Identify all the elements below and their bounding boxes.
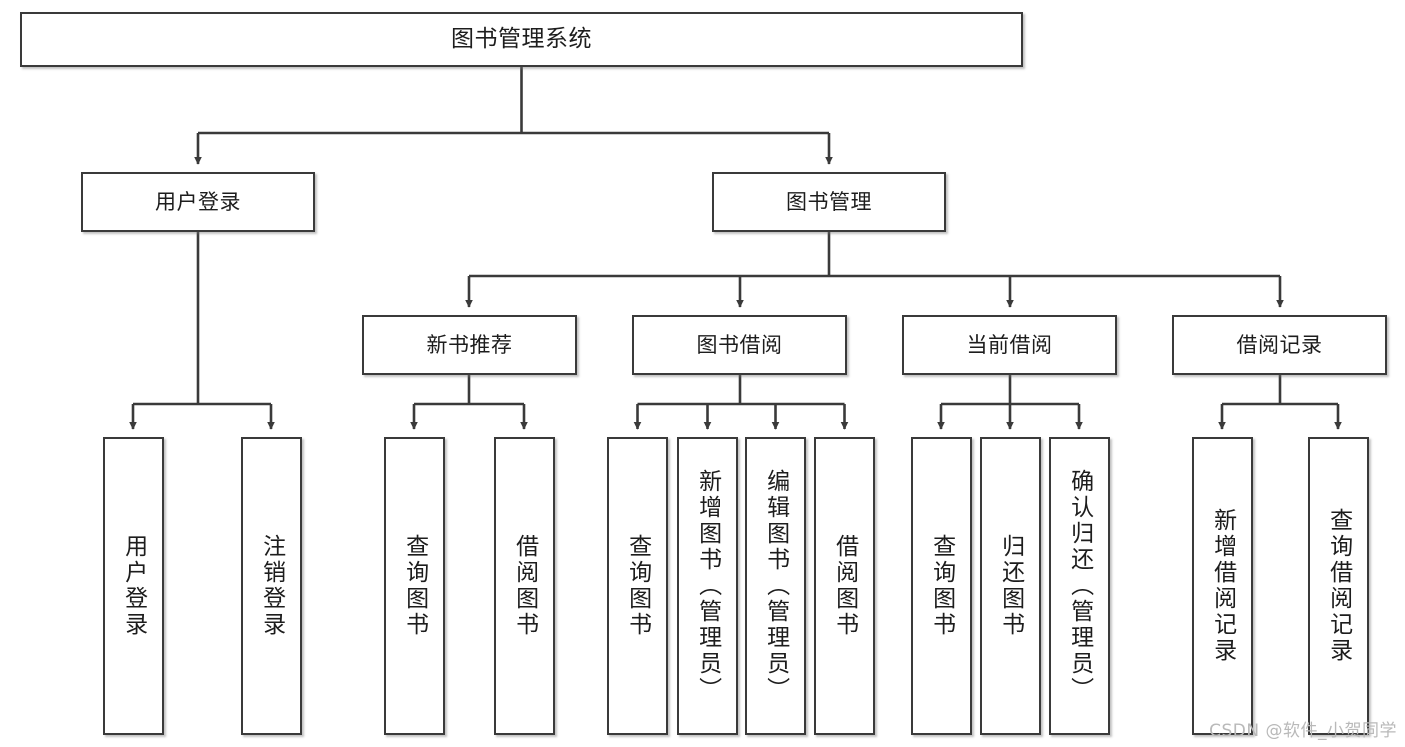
leaf-label: 查询图书 [624, 534, 651, 638]
node-new-book-recommend[interactable]: 新书推荐 [362, 315, 577, 375]
node-label: 借阅记录 [1236, 332, 1323, 357]
leaf-borrow-borrow-book[interactable]: 借阅图书 [814, 437, 875, 735]
leaf-label: 用户登录 [120, 534, 147, 638]
leaf-current-return-book[interactable]: 归还图书 [980, 437, 1041, 735]
leaf-record-add-record[interactable]: 新增借阅记录 [1192, 437, 1253, 735]
leaf-recommend-query-book[interactable]: 查询图书 [384, 437, 445, 735]
leaf-label: 查询图书 [401, 534, 428, 638]
leaf-label: 借阅图书 [831, 534, 858, 638]
leaf-label: 新增图书（管理员） [694, 469, 721, 703]
leaf-user-login-logout[interactable]: 注销登录 [241, 437, 302, 735]
leaf-label: 确认归还（管理员） [1066, 469, 1093, 703]
leaf-label: 新增借阅记录 [1209, 508, 1236, 664]
leaf-user-login-login[interactable]: 用户登录 [103, 437, 164, 735]
node-label: 用户登录 [155, 189, 241, 214]
leaf-borrow-query-book[interactable]: 查询图书 [607, 437, 668, 735]
node-label: 图书管理系统 [451, 26, 592, 53]
leaf-current-query-book[interactable]: 查询图书 [911, 437, 972, 735]
node-label: 图书管理 [786, 189, 872, 214]
leaf-label: 查询借阅记录 [1325, 508, 1352, 664]
leaf-label: 查询图书 [928, 534, 955, 638]
leaf-recommend-borrow-book[interactable]: 借阅图书 [494, 437, 555, 735]
node-root-system[interactable]: 图书管理系统 [20, 12, 1023, 67]
leaf-current-confirm-return[interactable]: 确认归还（管理员） [1049, 437, 1110, 735]
leaf-borrow-add-book[interactable]: 新增图书（管理员） [677, 437, 738, 735]
node-current-borrow[interactable]: 当前借阅 [902, 315, 1117, 375]
node-label: 新书推荐 [426, 332, 513, 357]
node-borrow-record[interactable]: 借阅记录 [1172, 315, 1387, 375]
leaf-label: 编辑图书（管理员） [762, 469, 789, 703]
leaf-borrow-edit-book[interactable]: 编辑图书（管理员） [745, 437, 806, 735]
node-user-login[interactable]: 用户登录 [81, 172, 315, 232]
node-label: 当前借阅 [966, 332, 1053, 357]
leaf-label: 借阅图书 [511, 534, 538, 638]
leaf-label: 注销登录 [258, 534, 285, 638]
leaf-record-query-record[interactable]: 查询借阅记录 [1308, 437, 1369, 735]
node-book-borrow[interactable]: 图书借阅 [632, 315, 847, 375]
leaf-label: 归还图书 [997, 534, 1024, 638]
node-label: 图书借阅 [696, 332, 783, 357]
node-book-management[interactable]: 图书管理 [712, 172, 946, 232]
